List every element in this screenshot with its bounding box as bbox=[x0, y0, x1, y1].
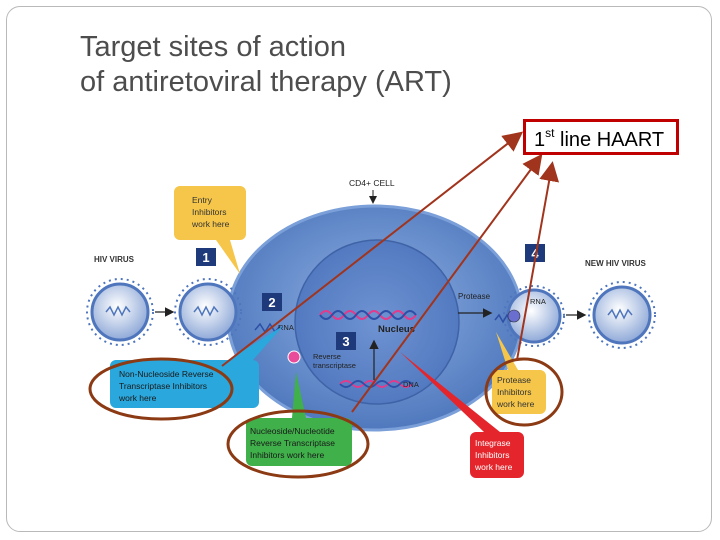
rna-label-right: RNA bbox=[530, 297, 546, 306]
svg-text:work here: work here bbox=[118, 393, 157, 403]
haart-arrow-protease bbox=[516, 161, 560, 361]
protease-label: Protease bbox=[458, 292, 491, 301]
step-2-badge: 2 bbox=[262, 293, 282, 311]
nucleus-region bbox=[294, 239, 460, 405]
nrti-highlight-circle bbox=[226, 409, 370, 479]
svg-text:2: 2 bbox=[268, 295, 275, 310]
svg-text:Nucleoside/Nucleotide: Nucleoside/Nucleotide bbox=[250, 426, 335, 436]
first-line-haart-box: 1st line HAART bbox=[523, 119, 679, 155]
hiv-virus-2 bbox=[174, 278, 242, 346]
haart-arrow-nnrti bbox=[221, 131, 524, 367]
budding-virus bbox=[503, 285, 565, 347]
reverse-transcriptase-label-1: Reverse bbox=[313, 352, 341, 361]
step-3-badge: 3 bbox=[336, 332, 356, 350]
svg-text:work here: work here bbox=[191, 219, 230, 229]
title-line-1: Target sites of action bbox=[80, 31, 346, 63]
slide-title: Target sites of action of antiretoviral … bbox=[80, 30, 452, 100]
rna-label-left: RNA bbox=[278, 323, 294, 332]
entry-inhibitors-callout: Entry Inhibitors work here bbox=[174, 186, 246, 274]
dna-label: DNA bbox=[403, 380, 419, 389]
svg-text:Entry: Entry bbox=[192, 195, 213, 205]
svg-text:Non-Nucleoside Reverse: Non-Nucleoside Reverse bbox=[119, 369, 214, 379]
new-hiv-virus-label: NEW HIV VIRUS bbox=[585, 259, 647, 268]
svg-text:work here: work here bbox=[496, 399, 535, 409]
svg-text:Inhibitors: Inhibitors bbox=[497, 387, 532, 397]
integrase-inhibitors-callout: Integrase Inhibitors work here bbox=[400, 352, 524, 478]
svg-text:Integrase: Integrase bbox=[475, 438, 511, 448]
new-hiv-virus bbox=[588, 281, 656, 349]
protease-enzyme bbox=[507, 309, 521, 323]
haart-number: 1 bbox=[534, 129, 546, 151]
reverse-transcriptase-label-2: transcriptase bbox=[313, 361, 356, 370]
nucleus-label: Nucleus bbox=[378, 324, 415, 335]
svg-text:3: 3 bbox=[342, 334, 349, 349]
svg-text:Protease: Protease bbox=[497, 375, 531, 385]
cd4-cell-label: CD4+ CELL bbox=[349, 178, 395, 188]
svg-text:Inhibitors: Inhibitors bbox=[475, 450, 510, 460]
svg-text:Reverse Transcriptase: Reverse Transcriptase bbox=[250, 438, 335, 448]
nrti-callout: Nucleoside/Nucleotide Reverse Transcript… bbox=[246, 372, 352, 466]
cd4-cell bbox=[226, 204, 524, 432]
svg-text:Transcriptase Inhibitors: Transcriptase Inhibitors bbox=[119, 381, 207, 391]
svg-text:Inhibitors: Inhibitors bbox=[192, 207, 227, 217]
title-line-2: of antiretoviral therapy (ART) bbox=[80, 66, 452, 98]
svg-text:Inhibitors work here: Inhibitors work here bbox=[250, 450, 324, 460]
protease-highlight-circle bbox=[484, 357, 564, 427]
hiv-virus-1 bbox=[86, 278, 154, 346]
dna-strand bbox=[339, 380, 413, 388]
nnrti-highlight-circle bbox=[88, 357, 234, 421]
step-1-badge: 1 bbox=[196, 248, 216, 266]
haart-arrow-nrti bbox=[351, 153, 543, 413]
slide-frame bbox=[6, 6, 712, 532]
haart-text: line HAART bbox=[554, 129, 665, 151]
hiv-virus-label: HIV VIRUS bbox=[94, 255, 135, 264]
svg-text:work here: work here bbox=[474, 462, 513, 472]
svg-text:1: 1 bbox=[202, 250, 209, 265]
reverse-transcriptase-enzyme bbox=[287, 350, 301, 364]
protease-inhibitors-callout: Protease Inhibitors work here bbox=[492, 332, 546, 414]
nnrti-callout: Non-Nucleoside Reverse Transcriptase Inh… bbox=[110, 326, 283, 408]
rna-strand-pink bbox=[319, 310, 417, 320]
haart-ordinal-suffix: st bbox=[545, 126, 555, 140]
